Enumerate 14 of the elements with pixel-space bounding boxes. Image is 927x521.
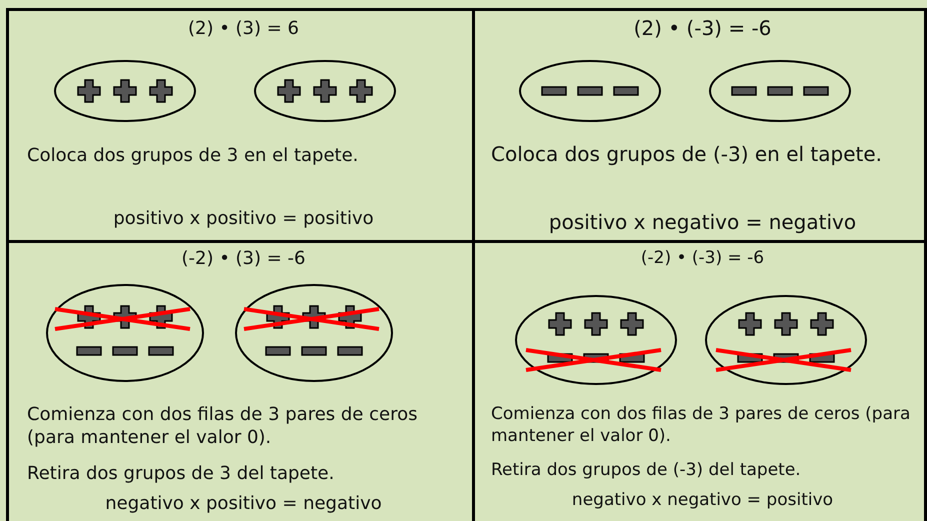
equation-text: (2) • (-3) = -6 (632, 15, 772, 41)
equation-text: (-2) • (3) = -6 (180, 247, 307, 270)
instruction-text: Comienza con dos filas de 3 pares de ceros (para mantener el valor 0). (27, 403, 418, 450)
equation-text: (2) • (3) = 6 (186, 17, 300, 40)
equation-text: positivo x negativo = negativo (548, 209, 858, 235)
instruction-text: Retira dos grupos de (-3) del tapete. (491, 459, 802, 482)
equation-text: negativo x positivo = negativo (104, 492, 383, 516)
equation-text: negativo x negativo = positivo (570, 489, 834, 512)
instruction-text: Retira dos grupos de 3 del tapete. (27, 462, 336, 486)
equation-text: (-2) • (-3) = -6 (640, 247, 766, 270)
instruction-text: Comienza con dos filas de 3 pares de ceros (para mantener el valor 0). (491, 403, 911, 448)
equation-text: positivo x positivo = positivo (112, 207, 375, 230)
instruction-text: Coloca dos grupos de (-3) en el tapete. (491, 141, 884, 167)
instruction-text: Coloca dos grupos de 3 en el tapete. (27, 144, 360, 168)
